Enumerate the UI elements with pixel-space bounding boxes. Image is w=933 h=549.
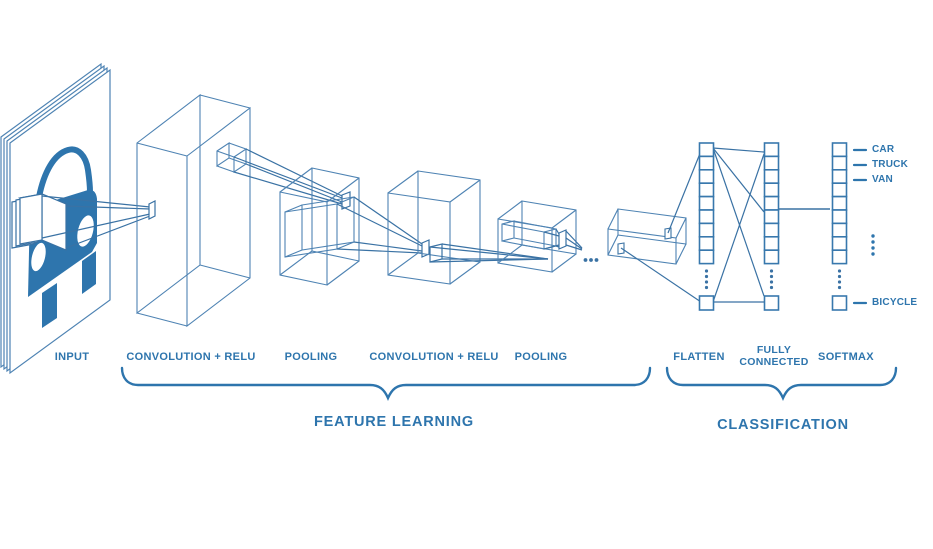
stage-label-conv-relu-1: CONVOLUTION + RELU — [126, 351, 256, 363]
receptive-field-patch — [11, 193, 69, 251]
car-window-left — [31, 242, 46, 272]
stage-label-pooling-1: POOLING — [284, 351, 338, 363]
conv2-sweep-lines — [429, 243, 549, 263]
flatten-column-dots — [704, 269, 709, 290]
stage-label-input: INPUT — [54, 351, 90, 363]
flatten-fc-connections — [712, 147, 765, 303]
conv2-box — [387, 170, 481, 285]
softmax-column — [831, 142, 848, 311]
stage-label-pooling-2: POOLING — [514, 351, 568, 363]
ellipsis-dots — [583, 258, 599, 262]
softmax-column-dots — [837, 269, 842, 290]
brace-feature-learning — [120, 366, 652, 401]
conv1-filter-prism — [216, 141, 247, 174]
stage-label-conv-relu-2: CONVOLUTION + RELU — [369, 351, 499, 363]
pool2-output-patch — [558, 229, 567, 250]
class-label-car: CAR — [872, 144, 895, 155]
brace-classification — [665, 366, 898, 401]
conv1-layer-box — [136, 93, 251, 328]
class-label-van: VAN — [872, 174, 893, 185]
stage-label-fully-connected: FULLY CONNECTED — [739, 344, 809, 369]
stage-label-softmax: SOFTMAX — [818, 351, 874, 363]
class-dashes — [852, 148, 868, 305]
conv1-receiving-patch — [148, 200, 156, 220]
conv2-receiving-patch — [421, 239, 430, 258]
feature-box-patch-top — [664, 227, 672, 240]
stage-label-flatten: FLATTEN — [673, 351, 725, 363]
phase-label-classification: CLASSIFICATION — [717, 417, 849, 433]
input-to-conv1-lines — [41, 195, 156, 249]
class-label-bicycle: BICYCLE — [872, 297, 918, 308]
class-ellipsis-dots — [871, 234, 875, 256]
flatten-column — [698, 142, 715, 311]
car-wheel-right — [82, 251, 96, 294]
pool1-to-conv2-lines — [336, 196, 430, 258]
box-to-flatten-lines — [620, 150, 702, 303]
phase-label-feature-learning: FEATURE LEARNING — [314, 414, 474, 430]
class-label-truck: TRUCK — [872, 159, 908, 170]
fully-connected-column-dots — [769, 269, 774, 290]
car-roof — [36, 146, 93, 200]
fully-connected-column — [763, 142, 780, 311]
pool2-output-lines — [543, 228, 583, 251]
pool2-window-prism — [501, 220, 557, 250]
car-wheel-left — [42, 283, 57, 328]
pool1-box — [279, 167, 360, 286]
